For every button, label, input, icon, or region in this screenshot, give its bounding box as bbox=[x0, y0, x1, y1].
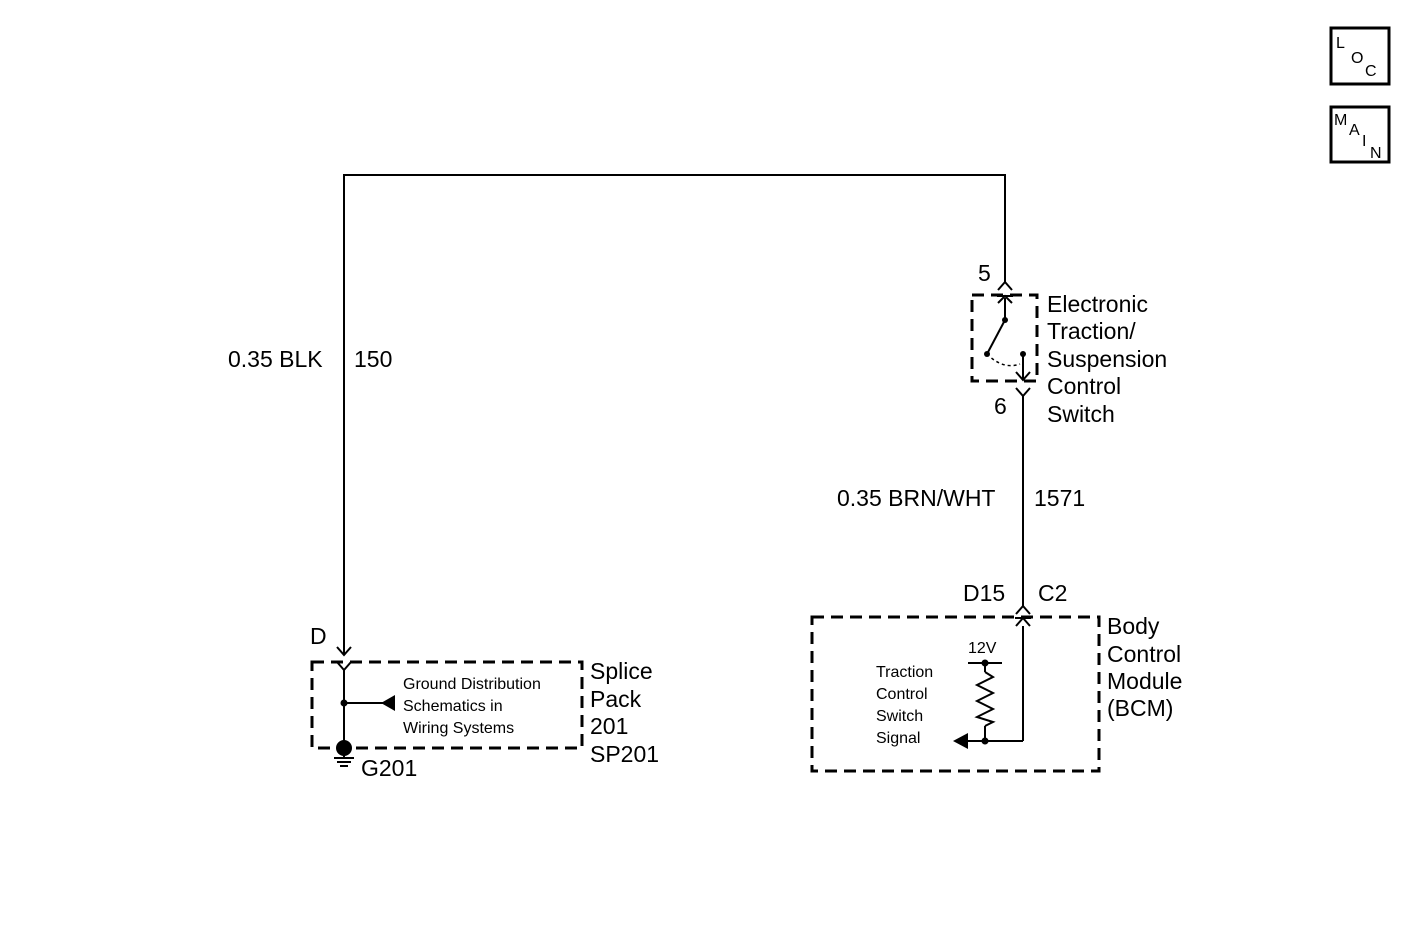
loc-button-frame bbox=[1329, 26, 1391, 86]
main-letter-m: M bbox=[1334, 112, 1347, 129]
splice-name-line-3: 201 bbox=[590, 713, 628, 739]
switch-name-line-1: Electronic bbox=[1047, 291, 1148, 317]
bcm-housing bbox=[810, 615, 1101, 773]
ground-wire-gauge-color-label: 0.35 BLK bbox=[228, 346, 323, 372]
signal-wire-gauge-color-label: 0.35 BRN/WHT bbox=[837, 485, 995, 511]
switch-pin-5-label: 5 bbox=[978, 260, 991, 286]
splice-name-line-4: SP201 bbox=[590, 741, 659, 767]
loc-letter-o: O bbox=[1351, 50, 1363, 67]
pullup-resistor-icon bbox=[968, 659, 1002, 745]
splice-note-line-1: Ground Distribution bbox=[403, 676, 541, 693]
main-button-frame bbox=[1329, 105, 1391, 164]
bcm-connector-label: C2 bbox=[1038, 580, 1067, 606]
bcm-name-line-4: (BCM) bbox=[1107, 695, 1173, 721]
splice-name-line-2: Pack bbox=[590, 686, 642, 712]
bcm-name-line-2: Control bbox=[1107, 641, 1181, 667]
switch-pin-6-label: 6 bbox=[994, 393, 1007, 419]
switch-name-line-4: Control bbox=[1047, 373, 1121, 399]
bcm-voltage-label: 12V bbox=[968, 640, 997, 657]
loc-button[interactable]: L O C bbox=[1329, 26, 1391, 86]
splice-pin-label: D bbox=[310, 623, 327, 649]
bcm-signal-line-1: Traction bbox=[876, 664, 933, 681]
main-letter-a: A bbox=[1349, 122, 1360, 139]
bcm-signal-line-2: Control bbox=[876, 686, 928, 703]
switch-name-line-5: Switch bbox=[1047, 401, 1115, 427]
switch-housing bbox=[970, 293, 1039, 383]
switch-contacts-icon bbox=[984, 298, 1026, 380]
ground-wire-circuit-label: 150 bbox=[354, 346, 392, 372]
bcm-pin-label: D15 bbox=[963, 580, 1005, 606]
splice-pack-housing bbox=[310, 660, 584, 750]
splice-name-line-1: Splice bbox=[590, 658, 653, 684]
signal-input-arrow-icon bbox=[953, 733, 968, 749]
reference-arrow-icon bbox=[381, 695, 395, 711]
ground-wire-150 bbox=[343, 174, 1006, 655]
bcm-name-line-3: Module bbox=[1107, 668, 1182, 694]
main-letter-n: N bbox=[1370, 145, 1382, 162]
main-button[interactable]: M A I N bbox=[1329, 105, 1391, 164]
bcm-signal-line-4: Signal bbox=[876, 730, 920, 747]
bcm-signal-line-3: Switch bbox=[876, 708, 923, 725]
switch-name-line-2: Traction/ bbox=[1047, 318, 1136, 344]
splice-note-line-2: Schematics in bbox=[403, 698, 503, 715]
ground-symbol-icon bbox=[334, 740, 354, 767]
loc-letter-l: L bbox=[1336, 35, 1345, 52]
loc-letter-c: C bbox=[1365, 63, 1377, 80]
bcm-name-line-1: Body bbox=[1107, 613, 1160, 639]
main-letter-i: I bbox=[1362, 133, 1366, 150]
signal-wire-circuit-label: 1571 bbox=[1034, 485, 1085, 511]
ground-label: G201 bbox=[361, 755, 417, 781]
switch-name-line-3: Suspension bbox=[1047, 346, 1167, 372]
splice-note-line-3: Wiring Systems bbox=[403, 720, 514, 737]
